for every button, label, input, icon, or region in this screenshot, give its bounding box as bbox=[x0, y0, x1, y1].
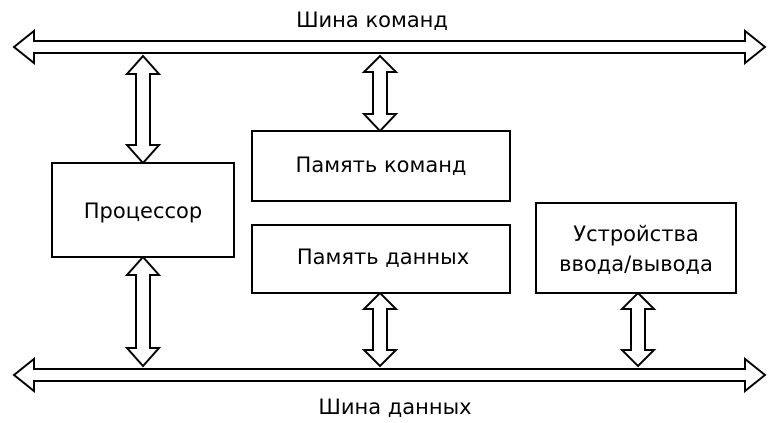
command-bus-arrow bbox=[12, 28, 767, 66]
io-devices-label-line1: Устройства bbox=[573, 222, 698, 246]
command-memory-label: Память команд bbox=[296, 153, 467, 177]
command-bus-label: Шина команд bbox=[296, 8, 448, 32]
io-devices-block bbox=[535, 202, 737, 294]
data-memory-block bbox=[251, 224, 511, 294]
data-memory-data-bus-link bbox=[361, 291, 399, 368]
command-memory-block bbox=[251, 130, 511, 202]
data-bus-label: Шина данных bbox=[318, 395, 471, 419]
command-memory-command-bus-link bbox=[361, 54, 399, 133]
processor-data-bus-link bbox=[124, 255, 162, 368]
data-bus-arrow bbox=[12, 356, 767, 394]
processor-command-bus-link bbox=[124, 54, 162, 165]
io-data-bus-link bbox=[619, 291, 657, 368]
processor-label: Процессор bbox=[84, 199, 202, 223]
processor-block bbox=[51, 162, 235, 258]
data-memory-label: Память данных bbox=[297, 245, 469, 269]
io-devices-label-line2: ввода/вывода bbox=[559, 252, 713, 276]
